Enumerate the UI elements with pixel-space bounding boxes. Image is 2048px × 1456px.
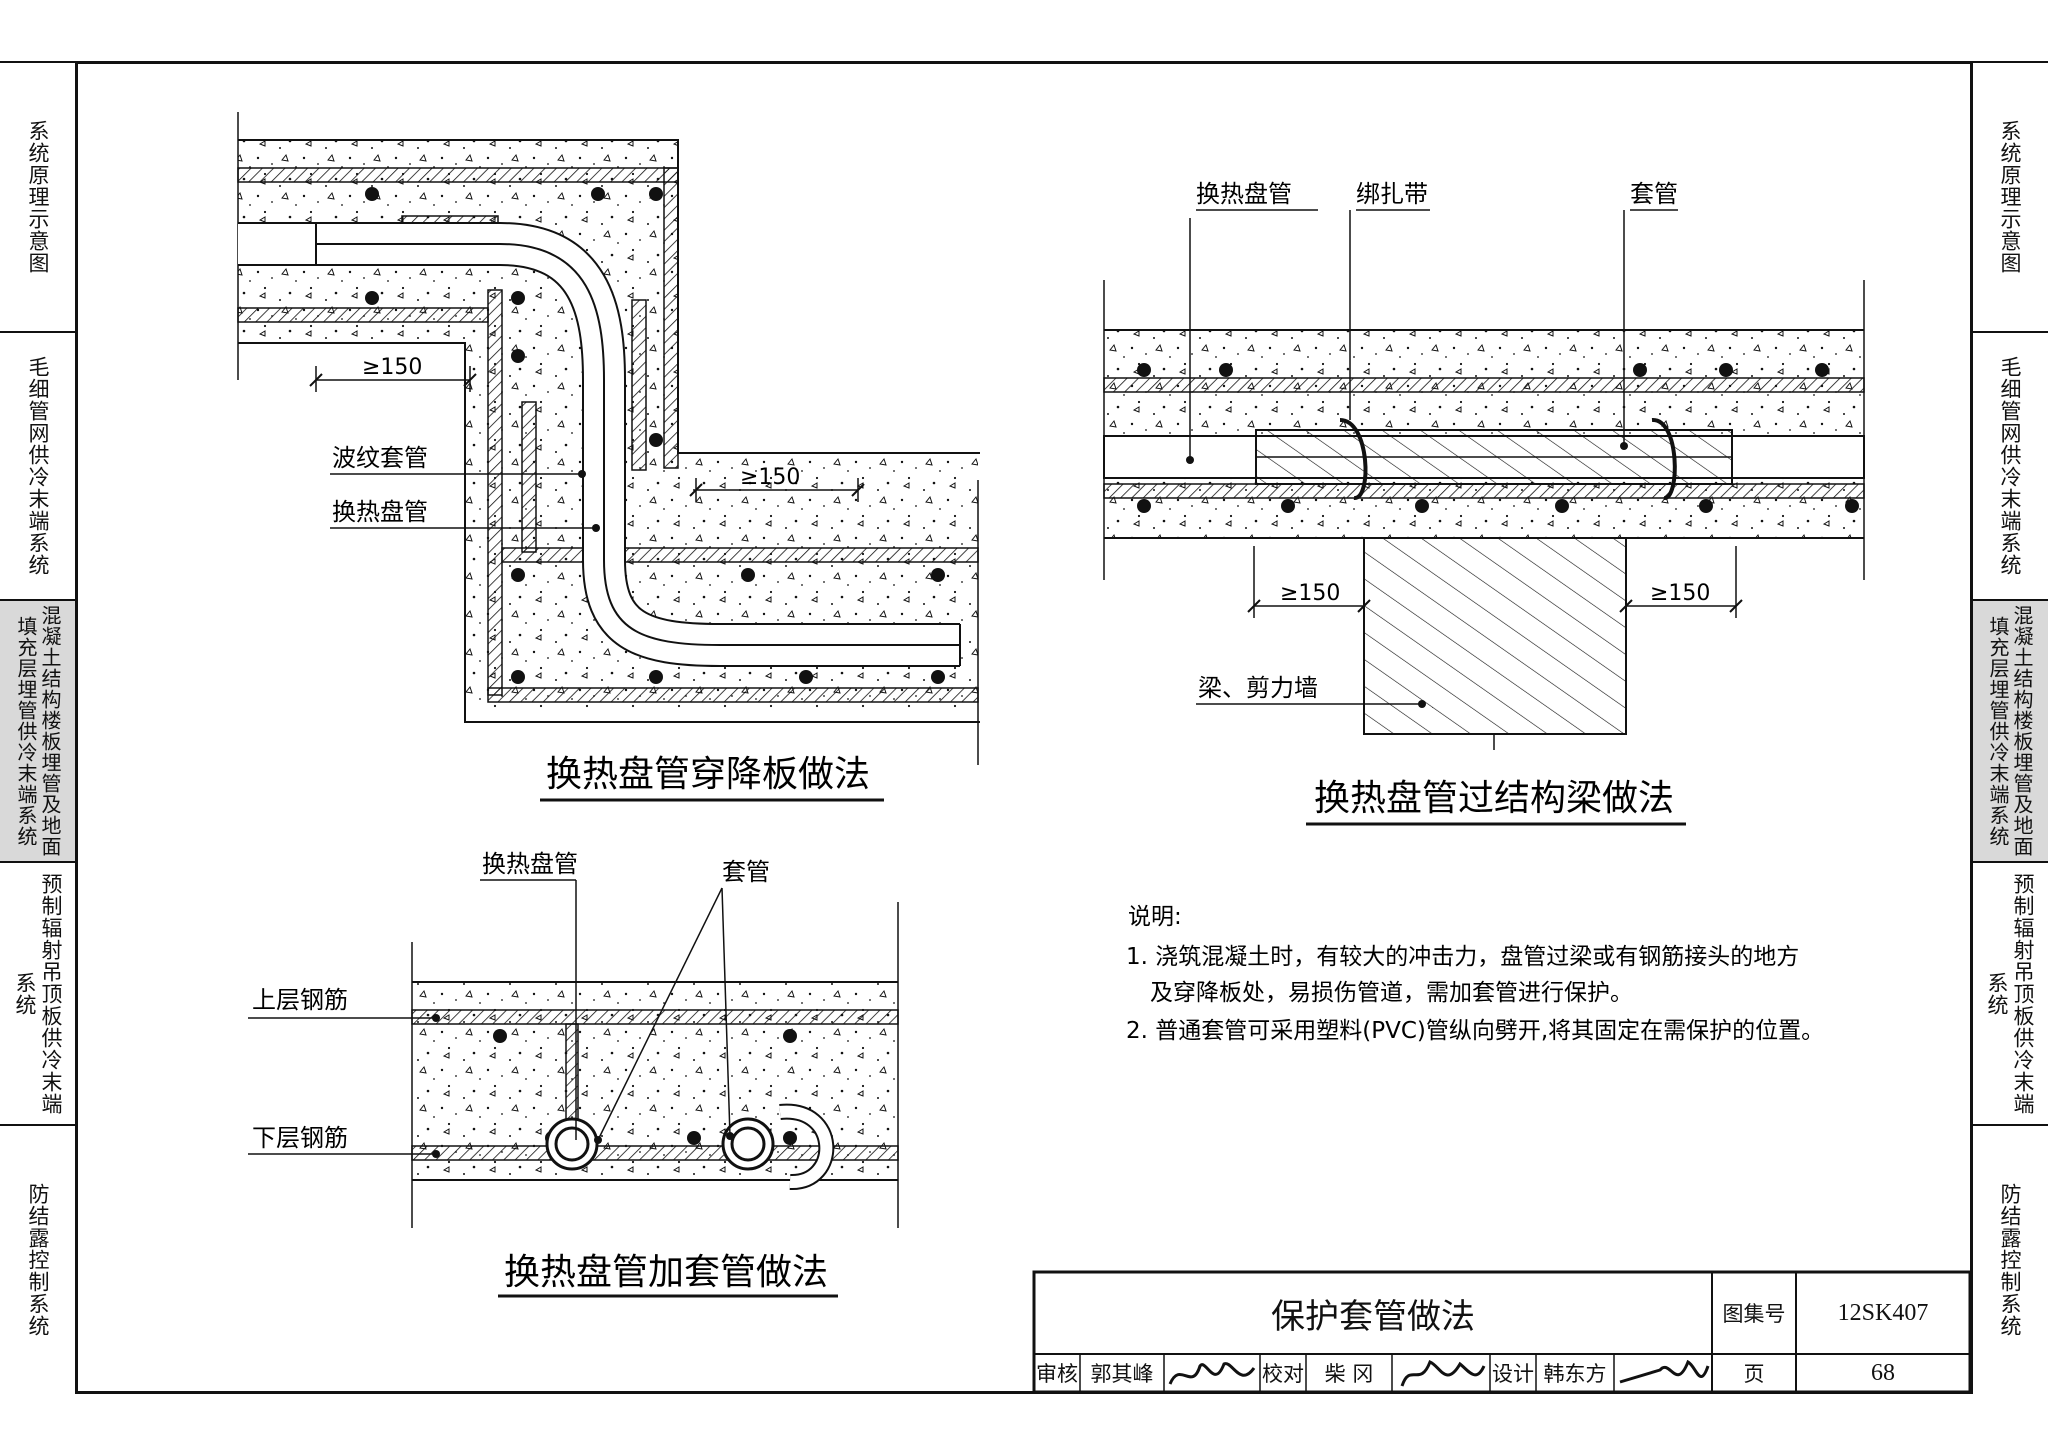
side-tab-label: 系统原理示意图	[26, 120, 50, 274]
side-tab-label: 预制辐射吊顶板供冷末端系统	[1985, 872, 2035, 1115]
note-1: 1. 浇筑混凝土时，有较大的冲击力，盘管过梁或有钢筋接头的地方	[1126, 944, 1799, 970]
label-sleeve: 套管	[1630, 180, 1678, 208]
side-tab-label: 毛细管网供冷末端系统	[1998, 356, 2022, 576]
reviewer-name: 郭其峰	[1090, 1362, 1154, 1386]
side-tab-concrete-slab[interactable]: 混凝土结构楼板埋管及地面填充层埋管供冷末端系统	[0, 599, 76, 861]
dim-label: ≥150	[1280, 581, 1340, 606]
label-lower-rebar: 下层钢筋	[252, 1124, 348, 1152]
label-coil: 换热盘管	[1196, 180, 1292, 208]
beam-diagram: 换热盘管 绑扎带 套管 ≥150 ≥150 梁、剪力墙 换热盘管过结构梁做法	[1103, 180, 1865, 826]
page-number: 68	[1871, 1359, 1895, 1386]
title-block	[1032, 1270, 1972, 1394]
dim-label: ≥150	[1650, 581, 1710, 606]
design-label: 设计	[1492, 1362, 1534, 1386]
side-tab-capillary[interactable]: 毛细管网供冷末端系统	[1972, 331, 2048, 599]
side-tab-label: 系统原理示意图	[1998, 120, 2022, 274]
label-beam-wall: 梁、剪力墙	[1198, 674, 1318, 702]
page-label: 页	[1743, 1362, 1765, 1386]
diagram-title: 换热盘管加套管做法	[504, 1252, 828, 1293]
side-tab-anti-condensation[interactable]: 防结露控制系统	[1972, 1124, 2048, 1394]
designer-name: 韩东方	[1543, 1362, 1607, 1386]
side-tab-capillary[interactable]: 毛细管网供冷末端系统	[0, 331, 76, 599]
review-label: 审核	[1036, 1362, 1078, 1386]
sleeve-section-diagram: 换热盘管 套管 上层钢筋 下层钢筋 换热盘管加套管做法	[248, 850, 899, 1298]
dim-label: ≥150	[362, 355, 422, 380]
side-tab-concrete-slab[interactable]: 混凝土结构楼板埋管及地面填充层埋管供冷末端系统	[1972, 599, 2048, 861]
notes: 说明: 1. 浇筑混凝土时，有较大的冲击力，盘管过梁或有钢筋接头的地方 及穿降板…	[1126, 904, 1824, 1044]
side-tab-label: 混凝土结构楼板埋管及地面填充层埋管供冷末端系统	[14, 605, 62, 857]
label-tie-band: 绑扎带	[1356, 180, 1428, 208]
atlas-label: 图集号	[1722, 1302, 1786, 1326]
notes-heading: 说明:	[1128, 904, 1182, 930]
label-coil: 换热盘管	[482, 850, 578, 878]
diagram-title: 换热盘管过结构梁做法	[1314, 778, 1674, 819]
side-tab-system-principle[interactable]: 系统原理示意图	[1972, 61, 2048, 331]
side-tab-system-principle[interactable]: 系统原理示意图	[0, 61, 76, 331]
drawing-frame	[75, 61, 1973, 1394]
reviewer-signature	[1168, 1362, 1256, 1385]
label-sleeve: 套管	[722, 858, 770, 886]
label-coil: 换热盘管	[332, 498, 428, 526]
side-tab-label: 防结露控制系统	[1998, 1183, 2022, 1337]
side-tab-label: 毛细管网供冷末端系统	[26, 356, 50, 576]
note-2: 2. 普通套管可采用塑料(PVC)管纵向劈开,将其固定在需保护的位置。	[1126, 1018, 1824, 1044]
side-tab-radiant-ceiling[interactable]: 预制辐射吊顶板供冷末端系统	[0, 861, 76, 1124]
atlas-number: 12SK407	[1837, 1299, 1929, 1326]
designer-signature	[1619, 1359, 1710, 1384]
dim-label: ≥150	[740, 465, 800, 490]
diagram-title: 换热盘管穿降板做法	[546, 754, 870, 795]
drop-slab-diagram: ≥150 ≥150 波纹套管 换热盘管 换热盘管穿降板做法	[237, 112, 980, 802]
checker-signature	[1400, 1360, 1486, 1387]
check-label: 校对	[1262, 1362, 1304, 1386]
drawing-title: 保护套管做法	[1271, 1296, 1475, 1337]
checker-name: 柴 冈	[1324, 1362, 1374, 1386]
side-tab-radiant-ceiling[interactable]: 预制辐射吊顶板供冷末端系统	[1972, 861, 2048, 1124]
side-tab-anti-condensation[interactable]: 防结露控制系统	[0, 1124, 76, 1394]
side-tab-label: 预制辐射吊顶板供冷末端系统	[13, 872, 63, 1115]
label-upper-rebar: 上层钢筋	[252, 986, 348, 1014]
side-tab-label: 防结露控制系统	[26, 1183, 50, 1337]
note-1-cont: 及穿降板处，易损伤管道，需加套管进行保护。	[1150, 980, 1633, 1006]
side-tab-label: 混凝土结构楼板埋管及地面填充层埋管供冷末端系统	[1986, 605, 2034, 857]
top-rebar-band	[237, 167, 679, 183]
label-corrugated-sleeve: 波纹套管	[332, 444, 428, 472]
